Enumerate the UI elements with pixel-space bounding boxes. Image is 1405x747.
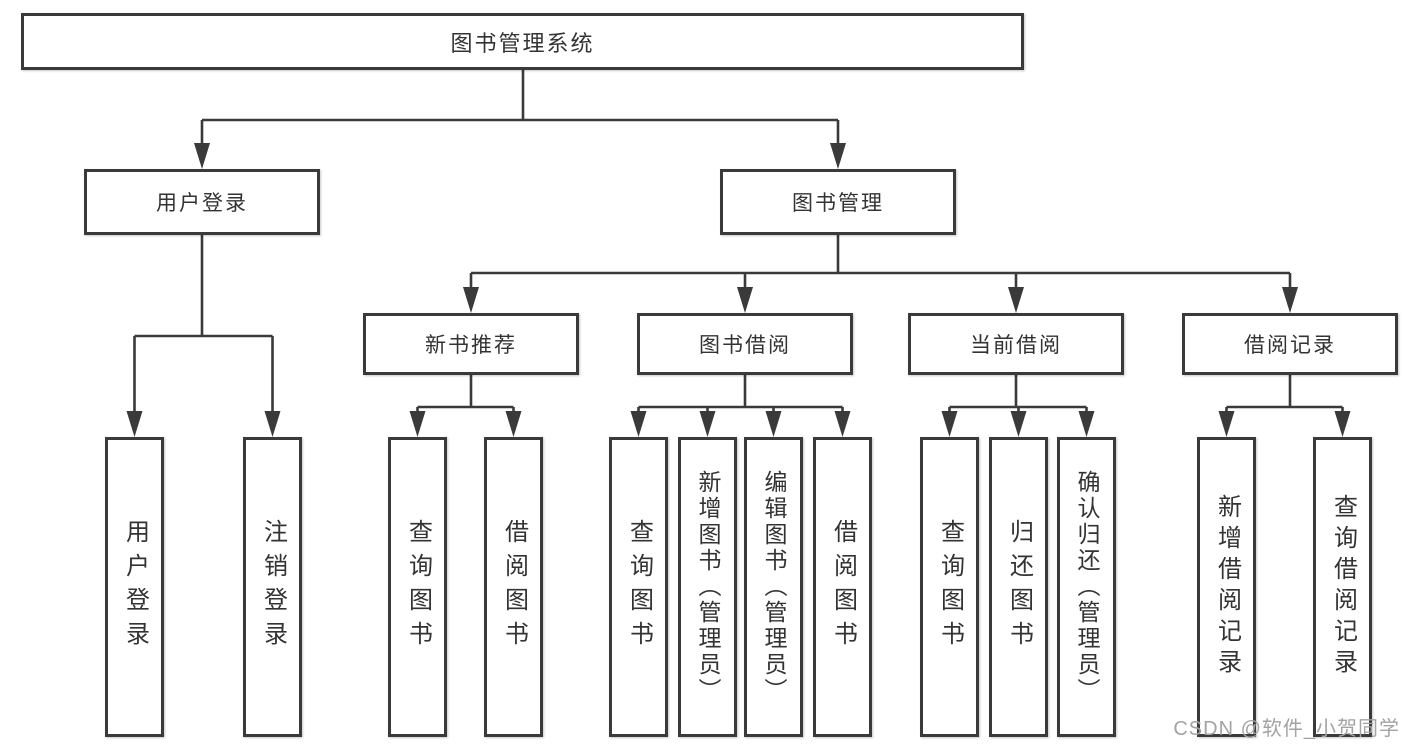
node-book-management: 图书管理: [720, 169, 956, 235]
node-current-borrowing: 当前借阅: [908, 313, 1124, 375]
node-library-system-label: 图书管理系统: [450, 30, 595, 56]
leaf-query-books-current: 查询图书: [920, 437, 979, 737]
leaf-borrow-books-recommend: 借阅图书: [484, 437, 543, 737]
leaf-confirm-return-admin-label: 确认归还（管理员）: [1074, 470, 1100, 704]
leaf-query-borrow-record-label: 查询借阅记录: [1329, 494, 1357, 680]
leaf-logout: 注销登录: [243, 437, 302, 737]
leaf-return-books-label: 归还图书: [1005, 519, 1033, 655]
node-user-login: 用户登录: [84, 169, 320, 235]
leaf-confirm-return-admin: 确认归还（管理员）: [1057, 437, 1116, 737]
node-library-system: 图书管理系统: [21, 13, 1024, 70]
leaf-add-borrow-record: 新增借阅记录: [1197, 437, 1256, 737]
node-new-book-recommend-label: 新书推荐: [425, 334, 517, 357]
watermark: CSDN @软件_小贺同学: [1173, 718, 1400, 740]
node-borrowing-records: 借阅记录: [1182, 313, 1398, 375]
leaf-borrow-books-recommend-label: 借阅图书: [500, 519, 528, 655]
leaf-query-books-recommend: 查询图书: [388, 437, 447, 737]
leaf-return-books: 归还图书: [989, 437, 1048, 737]
leaf-borrow-books-label: 借阅图书: [829, 519, 857, 655]
leaf-add-book-admin: 新增图书（管理员）: [678, 437, 737, 737]
node-book-management-label: 图书管理: [792, 192, 884, 215]
leaf-query-books-borrowing-label: 查询图书: [625, 519, 653, 655]
node-new-book-recommend: 新书推荐: [363, 313, 579, 375]
leaf-logout-label: 注销登录: [259, 519, 287, 655]
leaf-add-borrow-record-label: 新增借阅记录: [1213, 494, 1241, 680]
leaf-query-books-borrowing: 查询图书: [609, 437, 668, 737]
leaf-edit-book-admin: 编辑图书（管理员）: [744, 437, 803, 737]
node-user-login-label: 用户登录: [156, 192, 248, 215]
leaf-add-book-admin-label: 新增图书（管理员）: [695, 470, 721, 704]
leaf-user-login-label: 用户登录: [121, 519, 149, 655]
node-borrowing-records-label: 借阅记录: [1244, 334, 1336, 357]
node-book-borrowing-label: 图书借阅: [699, 334, 791, 357]
leaf-query-books-recommend-label: 查询图书: [404, 519, 432, 655]
node-book-borrowing: 图书借阅: [637, 313, 853, 375]
leaf-query-books-current-label: 查询图书: [936, 519, 964, 655]
leaf-user-login: 用户登录: [105, 437, 164, 737]
node-current-borrowing-label: 当前借阅: [970, 334, 1062, 357]
leaf-borrow-books: 借阅图书: [813, 437, 872, 737]
leaf-query-borrow-record: 查询借阅记录: [1313, 437, 1372, 737]
leaf-edit-book-admin-label: 编辑图书（管理员）: [761, 470, 787, 704]
